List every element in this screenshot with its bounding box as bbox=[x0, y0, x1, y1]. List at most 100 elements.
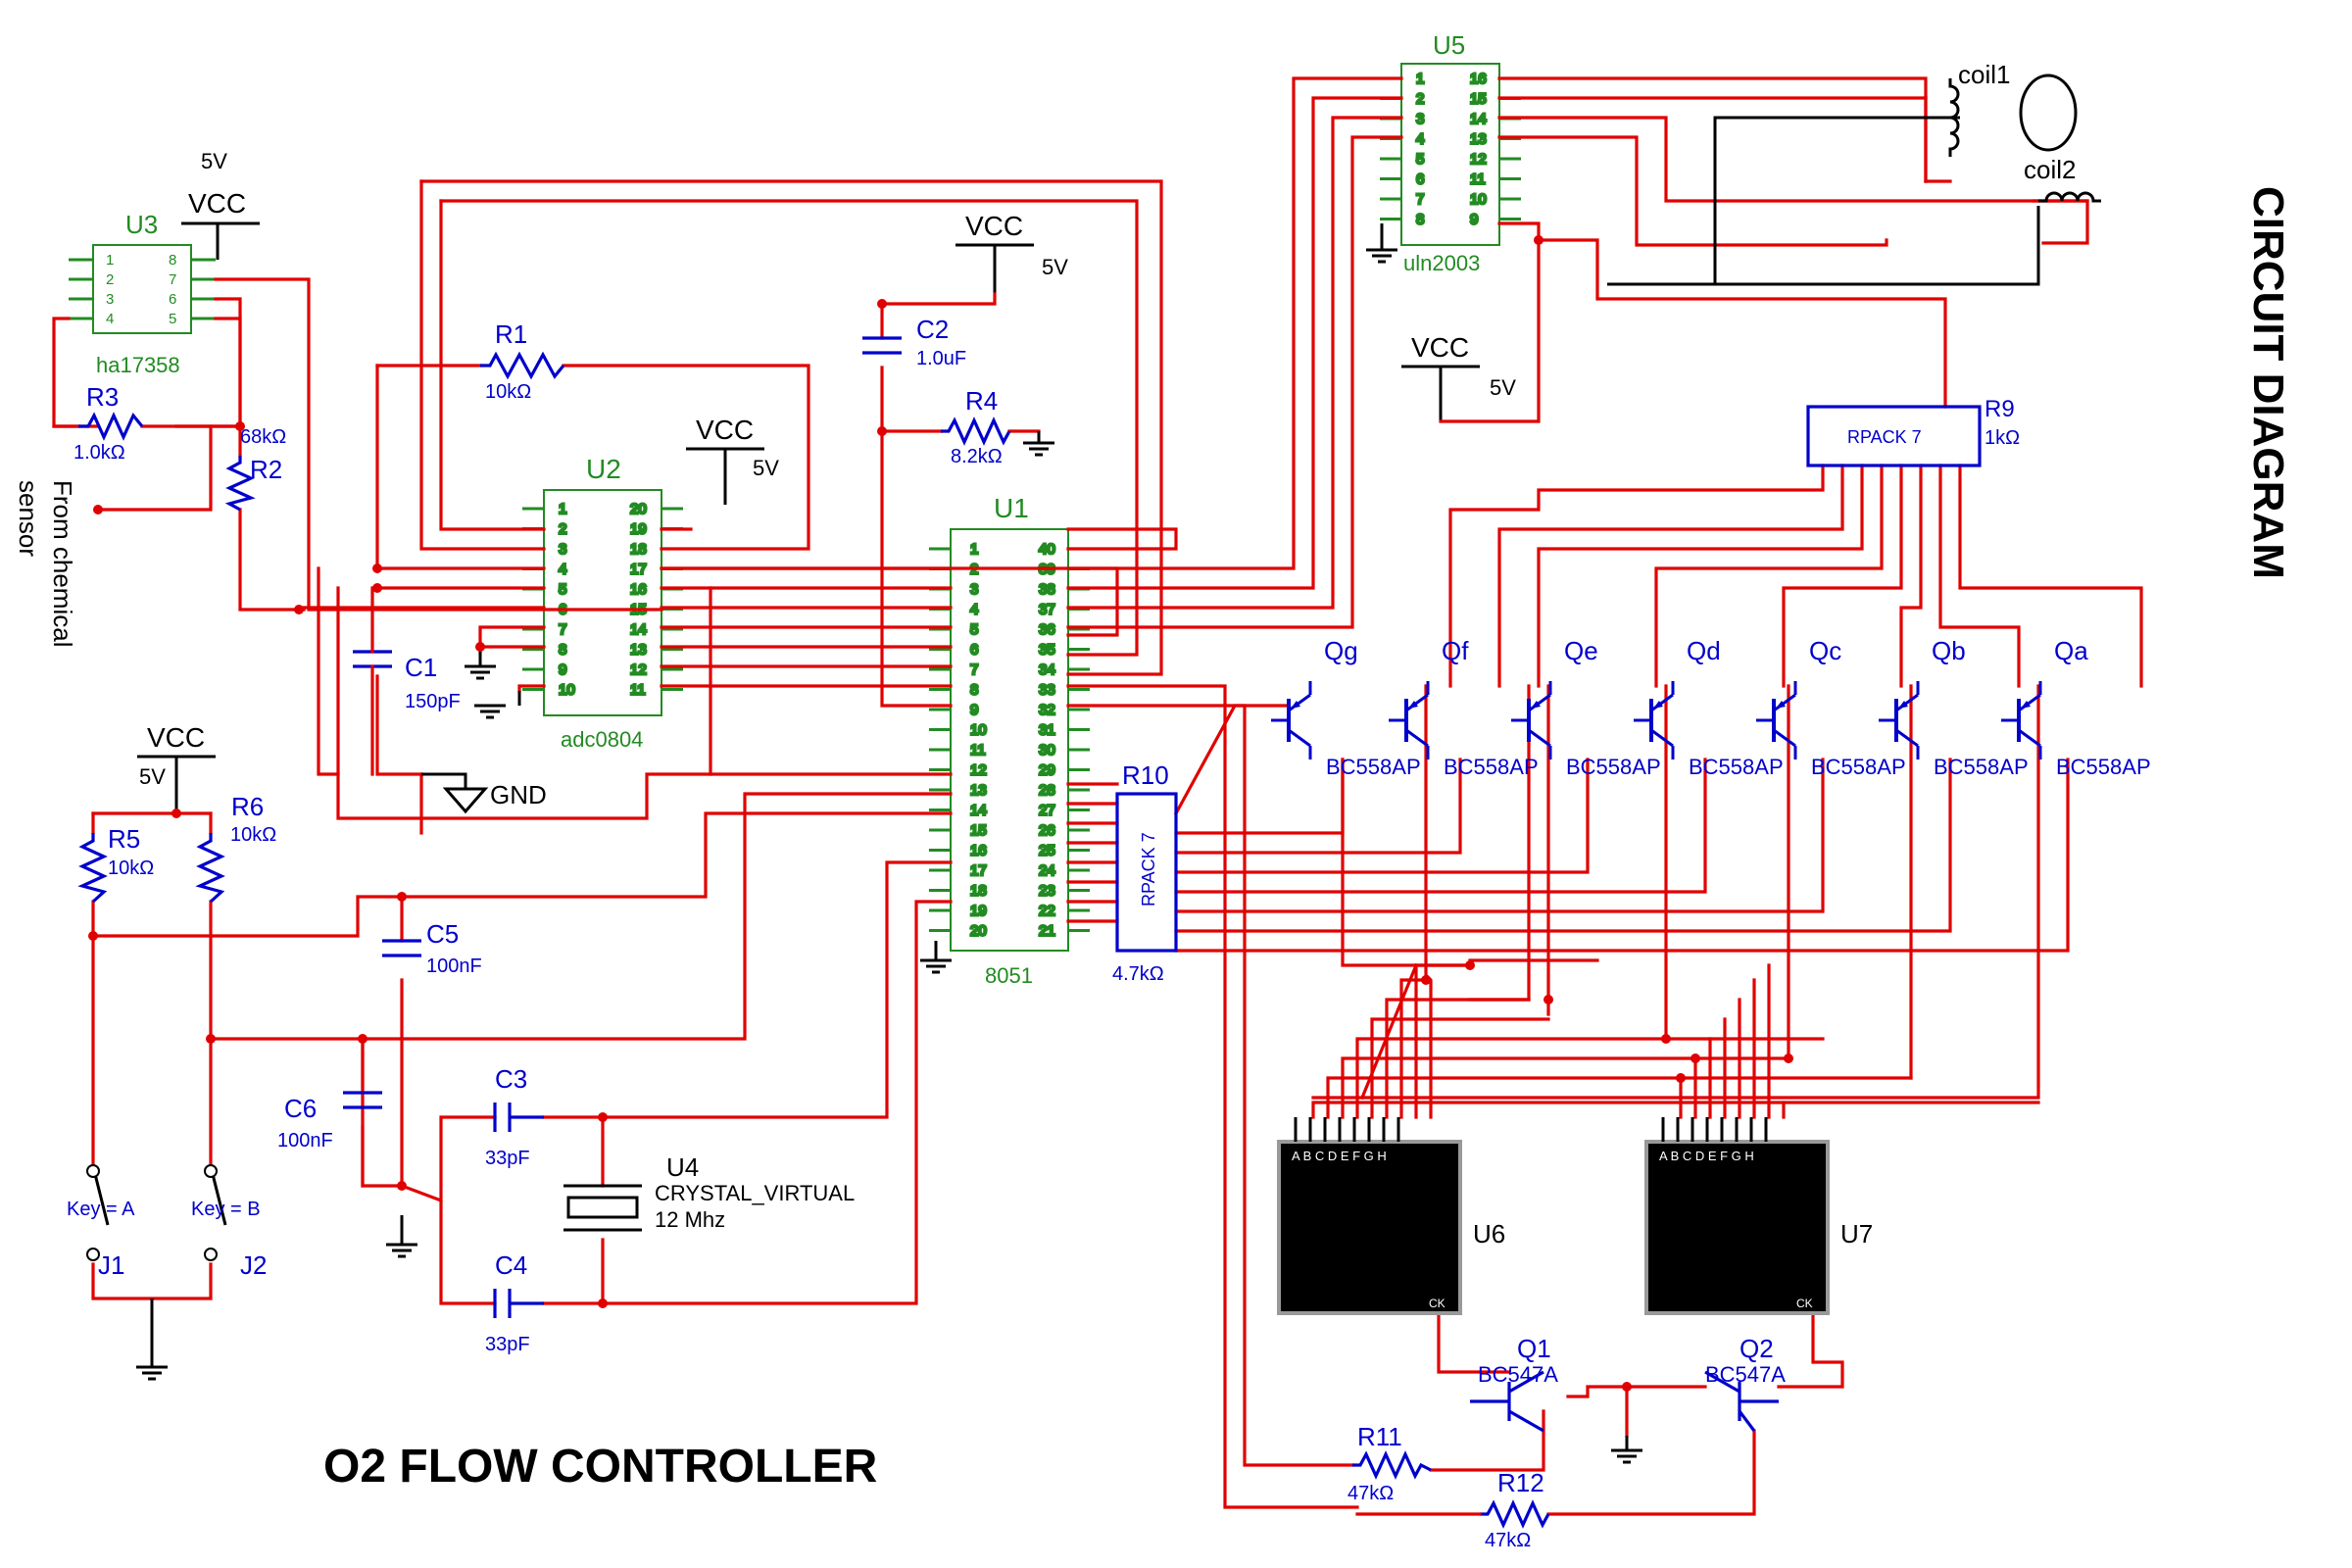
svg-text:A B C D E F G H: A B C D E F G H bbox=[1659, 1149, 1754, 1163]
svg-text:R4: R4 bbox=[965, 386, 998, 416]
u1-pin-label: 17 bbox=[970, 862, 987, 879]
u1-pin-label: 31 bbox=[1039, 722, 1055, 739]
u1-pin-label: 16 bbox=[970, 843, 987, 859]
u1-pin-label: 20 bbox=[970, 923, 987, 940]
u1-pin-label: 24 bbox=[1039, 862, 1055, 879]
svg-text:coil1: coil1 bbox=[1958, 60, 2010, 89]
coil1: coil1 bbox=[1948, 60, 2010, 157]
svg-text:12 Mhz: 12 Mhz bbox=[655, 1207, 725, 1232]
svg-text:R11: R11 bbox=[1357, 1422, 1402, 1451]
svg-text:47kΩ: 47kΩ bbox=[1348, 1483, 1394, 1504]
u2-ref: U2 bbox=[586, 454, 621, 484]
svg-text:U7: U7 bbox=[1840, 1219, 1873, 1249]
u5-pin-label: 3 bbox=[1416, 111, 1424, 127]
side-title: CIRCUIT DIAGRAM bbox=[2244, 186, 2292, 579]
svg-text:R1: R1 bbox=[495, 319, 527, 349]
sw-5v-label: 5V bbox=[139, 764, 166, 789]
pnp-type: BC558AP bbox=[1811, 755, 1906, 779]
u2-pin-label: 4 bbox=[559, 562, 566, 578]
display-pins bbox=[1294, 1117, 1768, 1142]
rpack-r10: RPACK 7 R10 4.7kΩ bbox=[1112, 760, 1178, 985]
ground-symbols: GND bbox=[134, 223, 1644, 1464]
u1-pin-label: 36 bbox=[1039, 621, 1055, 638]
sensor-label-line1: From chemical bbox=[48, 480, 77, 647]
u1-pin-label: 15 bbox=[970, 822, 987, 839]
u5-pin-label: 4 bbox=[1416, 131, 1424, 148]
u1-pin-label: 13 bbox=[970, 782, 987, 799]
svg-text:100nF: 100nF bbox=[277, 1130, 333, 1152]
u3-pin: 4 bbox=[106, 311, 114, 327]
svg-text:J1: J1 bbox=[98, 1250, 124, 1280]
gnd-label: GND bbox=[490, 780, 547, 809]
svg-text:RPACK 7: RPACK 7 bbox=[1139, 832, 1158, 906]
resistor-r6: R6 10kΩ bbox=[195, 792, 276, 904]
u1-pin-label: 8 bbox=[970, 682, 978, 699]
c2-vcc-label: VCC bbox=[965, 211, 1023, 241]
u3-vcc-label: VCC bbox=[188, 188, 246, 219]
u5-pin-label: 15 bbox=[1470, 91, 1487, 108]
chip-u3: 1 2 3 4 8 7 6 5 U3 ha17358 bbox=[69, 210, 216, 377]
coil2: coil2 bbox=[2024, 155, 2101, 203]
u5-pin-label: 5 bbox=[1416, 151, 1424, 168]
resistor-r11: R11 47kΩ bbox=[1348, 1422, 1432, 1504]
svg-text:C2: C2 bbox=[916, 315, 949, 344]
pnp-type: BC558AP bbox=[1444, 755, 1539, 779]
svg-text:R9: R9 bbox=[1984, 396, 2015, 422]
c2-5v-label: 5V bbox=[1042, 255, 1068, 279]
u3-5v-label: 5V bbox=[201, 149, 227, 173]
resistor-r12: R12 47kΩ bbox=[1480, 1468, 1550, 1551]
u2-pin-label: 10 bbox=[559, 682, 575, 699]
pnp-type: BC558AP bbox=[1326, 755, 1421, 779]
svg-text:Key = A: Key = A bbox=[67, 1199, 135, 1220]
u1-pin-label: 35 bbox=[1039, 642, 1055, 659]
svg-text:R10: R10 bbox=[1122, 760, 1169, 790]
svg-text:Q2: Q2 bbox=[1740, 1334, 1774, 1363]
sensor-label-line2: sensor bbox=[14, 480, 43, 557]
svg-text:CRYSTAL_VIRTUAL: CRYSTAL_VIRTUAL bbox=[655, 1181, 855, 1205]
junctions bbox=[88, 235, 1793, 1392]
u3-pin: 5 bbox=[169, 311, 176, 327]
u1-pin-label: 26 bbox=[1039, 822, 1055, 839]
u2-pin-label: 16 bbox=[630, 581, 647, 598]
u5-pin-label: 2 bbox=[1416, 91, 1424, 108]
u1-pin-label: 11 bbox=[970, 742, 986, 759]
u5-pin-label: 12 bbox=[1470, 151, 1487, 168]
u2-pin-label: 3 bbox=[559, 541, 566, 558]
svg-text:100nF: 100nF bbox=[426, 956, 482, 977]
u3-pin: 7 bbox=[169, 271, 176, 288]
capacitor-c6: C6 100nF bbox=[277, 1091, 382, 1152]
u5-pin-label: 6 bbox=[1416, 172, 1424, 188]
u2-pin-label: 14 bbox=[630, 621, 647, 638]
u1-pin-label: 33 bbox=[1039, 682, 1055, 699]
u1-pin-label: 28 bbox=[1039, 782, 1055, 799]
u2-pin-label: 9 bbox=[559, 662, 566, 678]
svg-text:R5: R5 bbox=[108, 824, 140, 854]
display-u6: A B C D E F G H CK U6 bbox=[1277, 1140, 1505, 1315]
resistor-r3: R3 1.0kΩ bbox=[74, 382, 144, 464]
svg-text:CK: CK bbox=[1796, 1297, 1813, 1310]
u1-pin-label: 14 bbox=[970, 803, 987, 819]
u1-type: 8051 bbox=[985, 963, 1033, 988]
u1-pin-label: 18 bbox=[970, 883, 987, 900]
svg-text:10kΩ: 10kΩ bbox=[108, 858, 154, 879]
svg-text:J2: J2 bbox=[240, 1250, 267, 1280]
resistor-r1: R1 10kΩ bbox=[480, 319, 565, 403]
u2-pin-label: 2 bbox=[559, 521, 566, 538]
u1-pin-label: 40 bbox=[1039, 541, 1055, 558]
switch-j2[interactable]: Key = B J2 bbox=[191, 1164, 267, 1280]
page-title: O2 FLOW CONTROLLER bbox=[323, 1441, 877, 1493]
pnp-type: BC558AP bbox=[2056, 755, 2151, 779]
u5-pin-label: 11 bbox=[1470, 172, 1486, 188]
rpack-r9: RPACK 7 R9 1kΩ bbox=[1806, 396, 2020, 467]
u3-type: ha17358 bbox=[96, 353, 180, 377]
switch-j1[interactable]: Key = A J1 bbox=[67, 1164, 135, 1280]
u2-pin-label: 17 bbox=[630, 562, 647, 578]
svg-text:C4: C4 bbox=[495, 1250, 527, 1280]
